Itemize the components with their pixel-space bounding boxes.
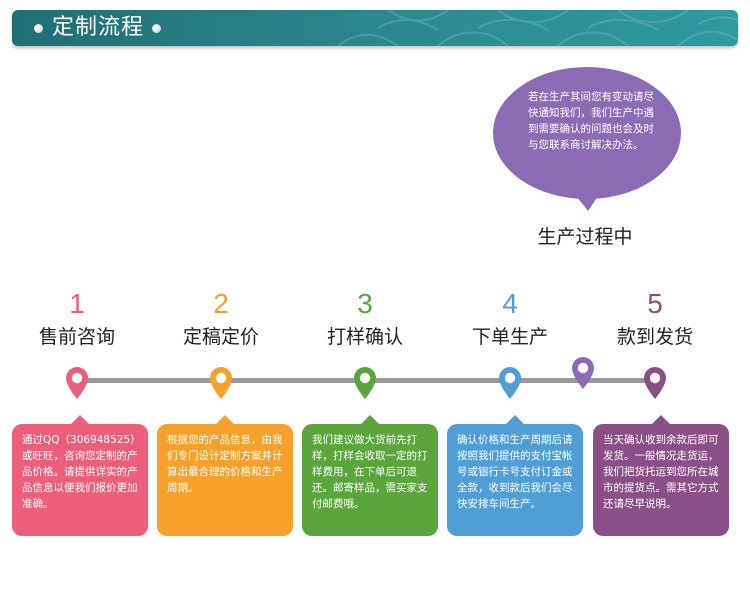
step-number-1: 1 [69,288,85,319]
step-number-5: 5 [647,288,663,319]
step-title-3: 打样确认 [326,326,403,348]
map-pin-icon-2 [208,366,234,400]
production-note-text: 若在生产其间您有变动请尽快通知我们，我们生产中遇到需要确认的问题也会及时与您联系… [528,91,654,151]
map-pin-icon-4 [497,366,523,400]
bullet-icon-left [34,24,43,33]
step-card-1: 通过QQ（306948525）或旺旺，咨询您定制的产品价格。请提供详实的产品信息… [12,415,148,536]
map-pin-icon-1 [64,366,90,400]
bullet-icon-right [152,24,161,33]
map-pin-icon-3 [352,366,378,400]
step-number-4: 4 [502,288,518,319]
step-title-5: 款到发货 [616,326,693,348]
production-label: 生产过程中 [537,226,633,248]
step-card-4: 确认价格和生产周期后请按照我们提供的支付宝帐号或银行卡号支付订金或全款，收到款后… [447,415,583,536]
header-pattern [337,10,738,46]
section-header: 定制流程 [12,10,738,46]
step-title-2: 定稿定价 [182,326,259,348]
step-title-4: 下单生产 [471,326,548,348]
step-card-3: 我们建议做大货前先打样，打样会收取一定的打样费用，在下单后可退还。邮寄样品，需买… [302,415,438,536]
production-note-bubble: 若在生产其间您有变动请尽快通知我们，我们生产中遇到需要确认的问题也会及时与您联系… [490,65,690,211]
map-pin-icon-5 [642,366,668,400]
page-title: 定制流程 [52,15,145,40]
step-number-3: 3 [357,288,373,319]
production-pin-icon [570,356,596,390]
step-title-1: 售前咨询 [38,326,115,348]
step-number-2: 2 [213,288,229,319]
step-card-5: 当天确认收到余款后即可发货。一般情况走货运，我们把货托运到您所在城市的提货点。需… [593,415,729,536]
speech-bubble-shape [493,67,681,211]
step-card-2: 根据您的产品信息，由我们专门设计定制方案并计算出最合理的价格和生产周期。 [157,415,293,536]
